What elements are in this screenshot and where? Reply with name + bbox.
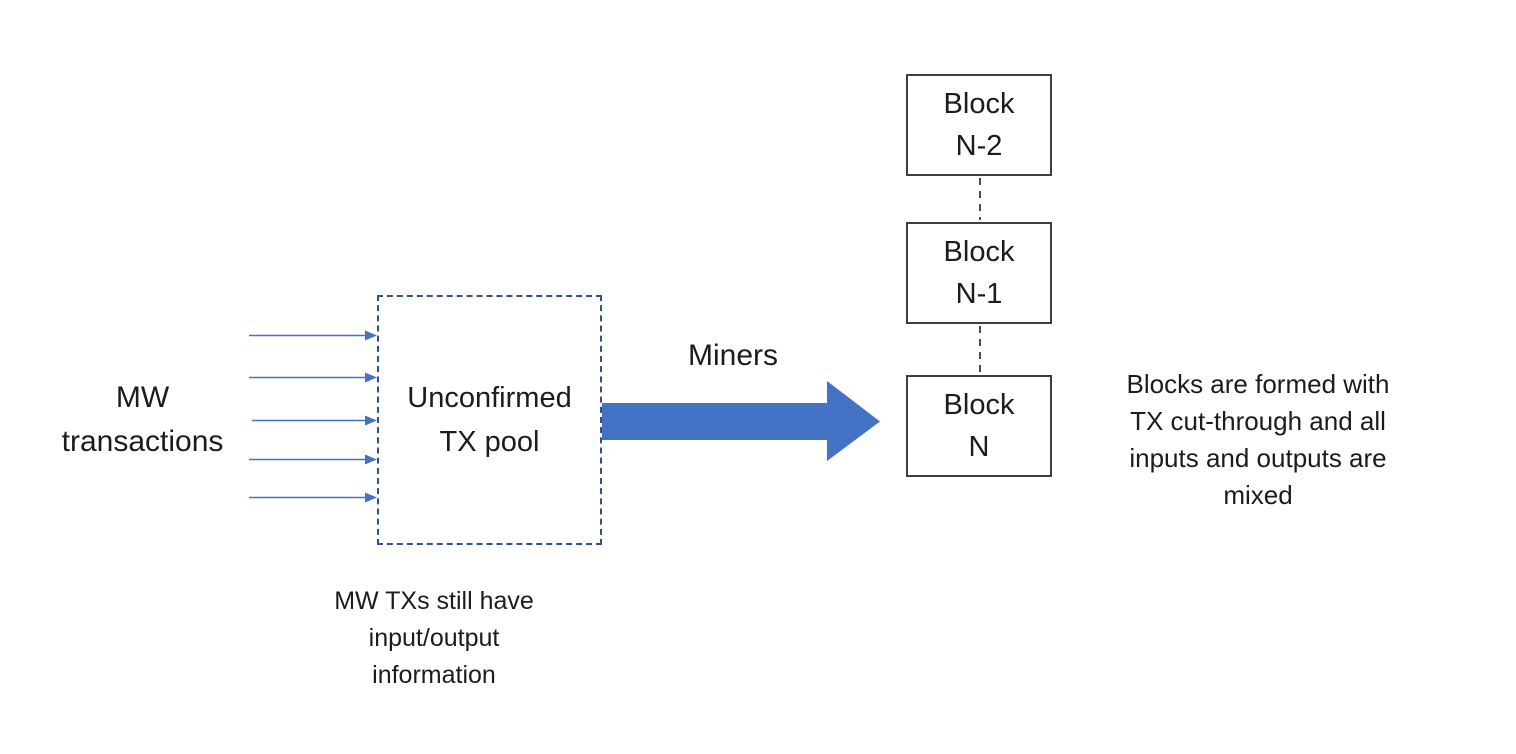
blocks-formed-note: Blocks are formed with TX cut-through an… [1098, 366, 1418, 514]
unconfirmed-tx-pool-box: Unconfirmed TX pool [377, 295, 602, 545]
miners-label: Miners [687, 339, 778, 372]
pool-box-line-2: TX pool [439, 426, 540, 458]
blocks-note-line-2: TX cut-through and all [1130, 406, 1386, 436]
block-n-2-line-1: Block [943, 88, 1015, 120]
blocks-note-line-3: inputs and outputs are [1129, 443, 1387, 473]
block-n-line-1: Block [943, 389, 1015, 421]
pool-box-line-1: Unconfirmed [407, 382, 572, 414]
blocks-note-line-4: mixed [1223, 480, 1293, 510]
block-n-box: Block N [906, 375, 1052, 477]
block-n-1-line-1: Block [943, 236, 1015, 268]
block-n-line-2: N [968, 431, 990, 463]
tx-input-arrows [249, 330, 377, 503]
pool-caption-line-2: input/output [368, 624, 500, 652]
block-n-1-line-2: N-1 [955, 278, 1003, 310]
mw-transactions-line-1: MW [115, 381, 170, 414]
pool-caption-line-3: information [372, 661, 496, 689]
mw-transactions-line-2: transactions [61, 425, 224, 458]
mw-transactions-label: MW transactions [30, 376, 255, 464]
pool-caption-line-1: MW TXs still have [334, 587, 534, 615]
pool-caption: MW TXs still have input/output informati… [309, 583, 559, 694]
miners-arrow-icon [602, 381, 880, 461]
block-n-1-box: Block N-1 [906, 222, 1052, 324]
block-n-2-line-2: N-2 [955, 130, 1003, 162]
block-n-2-box: Block N-2 [906, 74, 1052, 176]
blocks-note-line-1: Blocks are formed with [1126, 369, 1390, 399]
